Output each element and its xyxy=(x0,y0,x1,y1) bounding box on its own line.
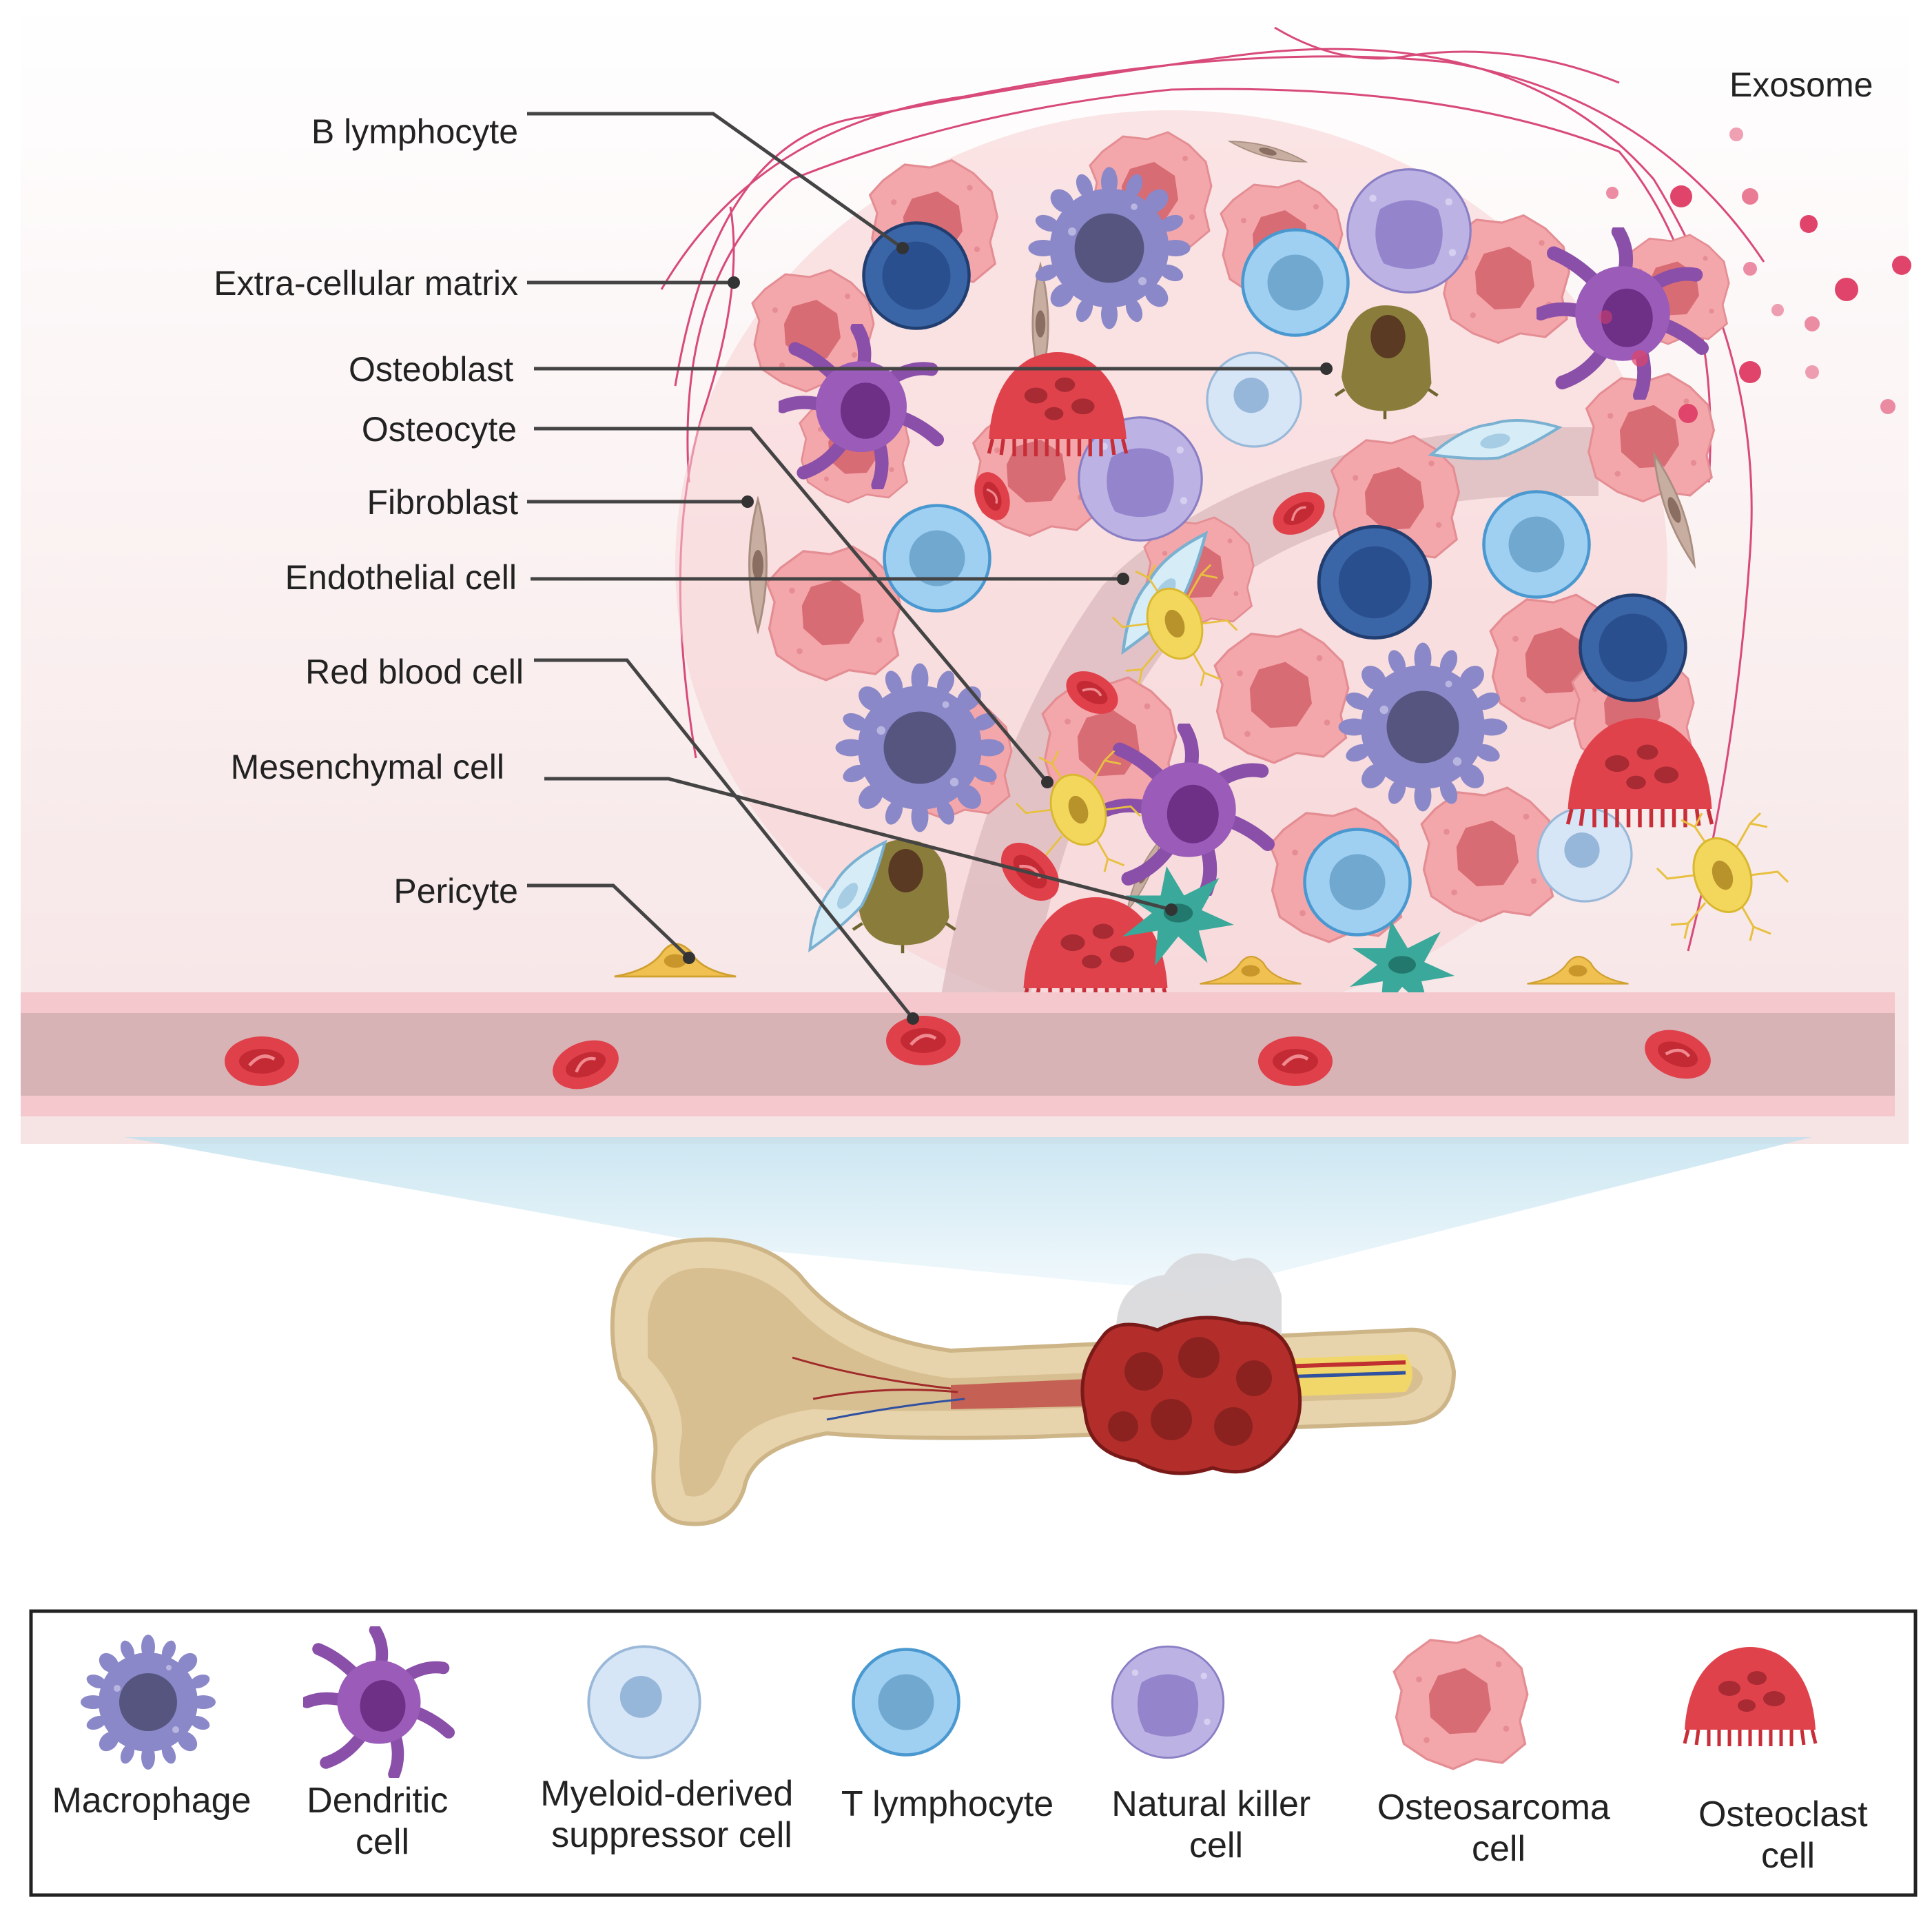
legend-nk-label: Natural killer cell xyxy=(1111,1784,1320,1865)
extracellular-matrix-fibers xyxy=(660,26,1765,952)
leader-dot xyxy=(1041,776,1054,788)
legend-mdsc-label: Myeloid-derived suppressor cell xyxy=(540,1774,803,1855)
osteosarcoma-cell xyxy=(765,545,902,682)
label-osteoblast: Osteoblast xyxy=(349,350,513,389)
t-lymphocyte-cell xyxy=(1484,492,1590,597)
legend-mdsc-icon xyxy=(587,1645,701,1759)
red-blood-cell xyxy=(1258,1036,1333,1086)
leader-dot xyxy=(1165,903,1178,916)
red-blood-cell xyxy=(886,1016,960,1065)
leader-dot xyxy=(896,242,909,254)
label-b-lymphocyte: B lymphocyte xyxy=(311,112,518,151)
label-fibroblast: Fibroblast xyxy=(367,483,518,522)
leader-dot xyxy=(741,495,754,508)
legend-osteosarcoma-icon xyxy=(1393,1634,1529,1770)
label-osteocyte: Osteocyte xyxy=(362,410,517,449)
leader-mesenchymal-cell xyxy=(544,777,1172,912)
legend-t-lymphocyte-icon xyxy=(854,1650,959,1755)
leader-red-blood-cell xyxy=(534,658,914,1020)
natural-killer-cell xyxy=(1346,168,1472,294)
legend-osteoclast-label: Osteoclast cell xyxy=(1698,1794,1878,1876)
label-exosome: Exosome xyxy=(1729,65,1873,104)
exosome-particles xyxy=(1599,127,1911,423)
label-red-blood-cell: Red blood cell xyxy=(305,653,524,691)
legend: Macrophage Dendritic cell Myeloid-derive… xyxy=(29,1609,1918,1897)
legend-dendritic-label: Dendritic cell xyxy=(307,1781,458,1862)
cell-labels: B lymphocyte Extra-cellular matrix Osteo… xyxy=(214,65,1873,910)
leader-dot xyxy=(728,276,740,289)
legend-box xyxy=(29,1609,1918,1897)
b-lymphocyte-cell xyxy=(1319,526,1430,638)
blood-vessel xyxy=(21,992,1895,1116)
femur-bone xyxy=(610,1237,1457,1526)
t-lymphocyte-cell xyxy=(885,506,990,611)
label-endothelial-cell: Endothelial cell xyxy=(285,558,517,597)
magnification-beam xyxy=(124,1137,1812,1292)
leader-dot xyxy=(683,952,695,964)
osteosarcoma-cell xyxy=(1420,786,1556,923)
legend-macrophage-label: Macrophage xyxy=(52,1781,251,1821)
label-extracellular-matrix: Extra-cellular matrix xyxy=(214,264,518,303)
t-lymphocyte-cell xyxy=(1305,830,1410,935)
leader-pericyte xyxy=(527,883,690,959)
osteosarcoma-cell xyxy=(1585,373,1715,502)
leader-dot xyxy=(1117,573,1129,585)
leader-dot xyxy=(907,1012,919,1025)
osteosarcoma-cell xyxy=(1213,628,1350,764)
label-mesenchymal-cell: Mesenchymal cell xyxy=(231,748,504,786)
leader-osteocyte xyxy=(534,427,1049,784)
leader-b-lymphocyte xyxy=(527,112,904,250)
b-lymphocyte-cell xyxy=(1581,595,1686,701)
b-lymphocyte-cell xyxy=(864,223,969,329)
legend-osteosarcoma-label: Osteosarcoma cell xyxy=(1377,1788,1621,1869)
legend-t-lymphocyte-label: T lymphocyte xyxy=(841,1784,1054,1824)
t-lymphocyte-cell xyxy=(1243,230,1348,336)
leader-dot xyxy=(1320,362,1333,375)
red-blood-cell xyxy=(225,1036,299,1086)
legend-nk-icon xyxy=(1111,1645,1225,1759)
leader-lines xyxy=(527,112,1333,1025)
bone-tumor xyxy=(1080,1253,1302,1475)
label-pericyte: Pericyte xyxy=(393,872,518,910)
myeloid-derived-suppressor-cell xyxy=(1206,351,1302,448)
